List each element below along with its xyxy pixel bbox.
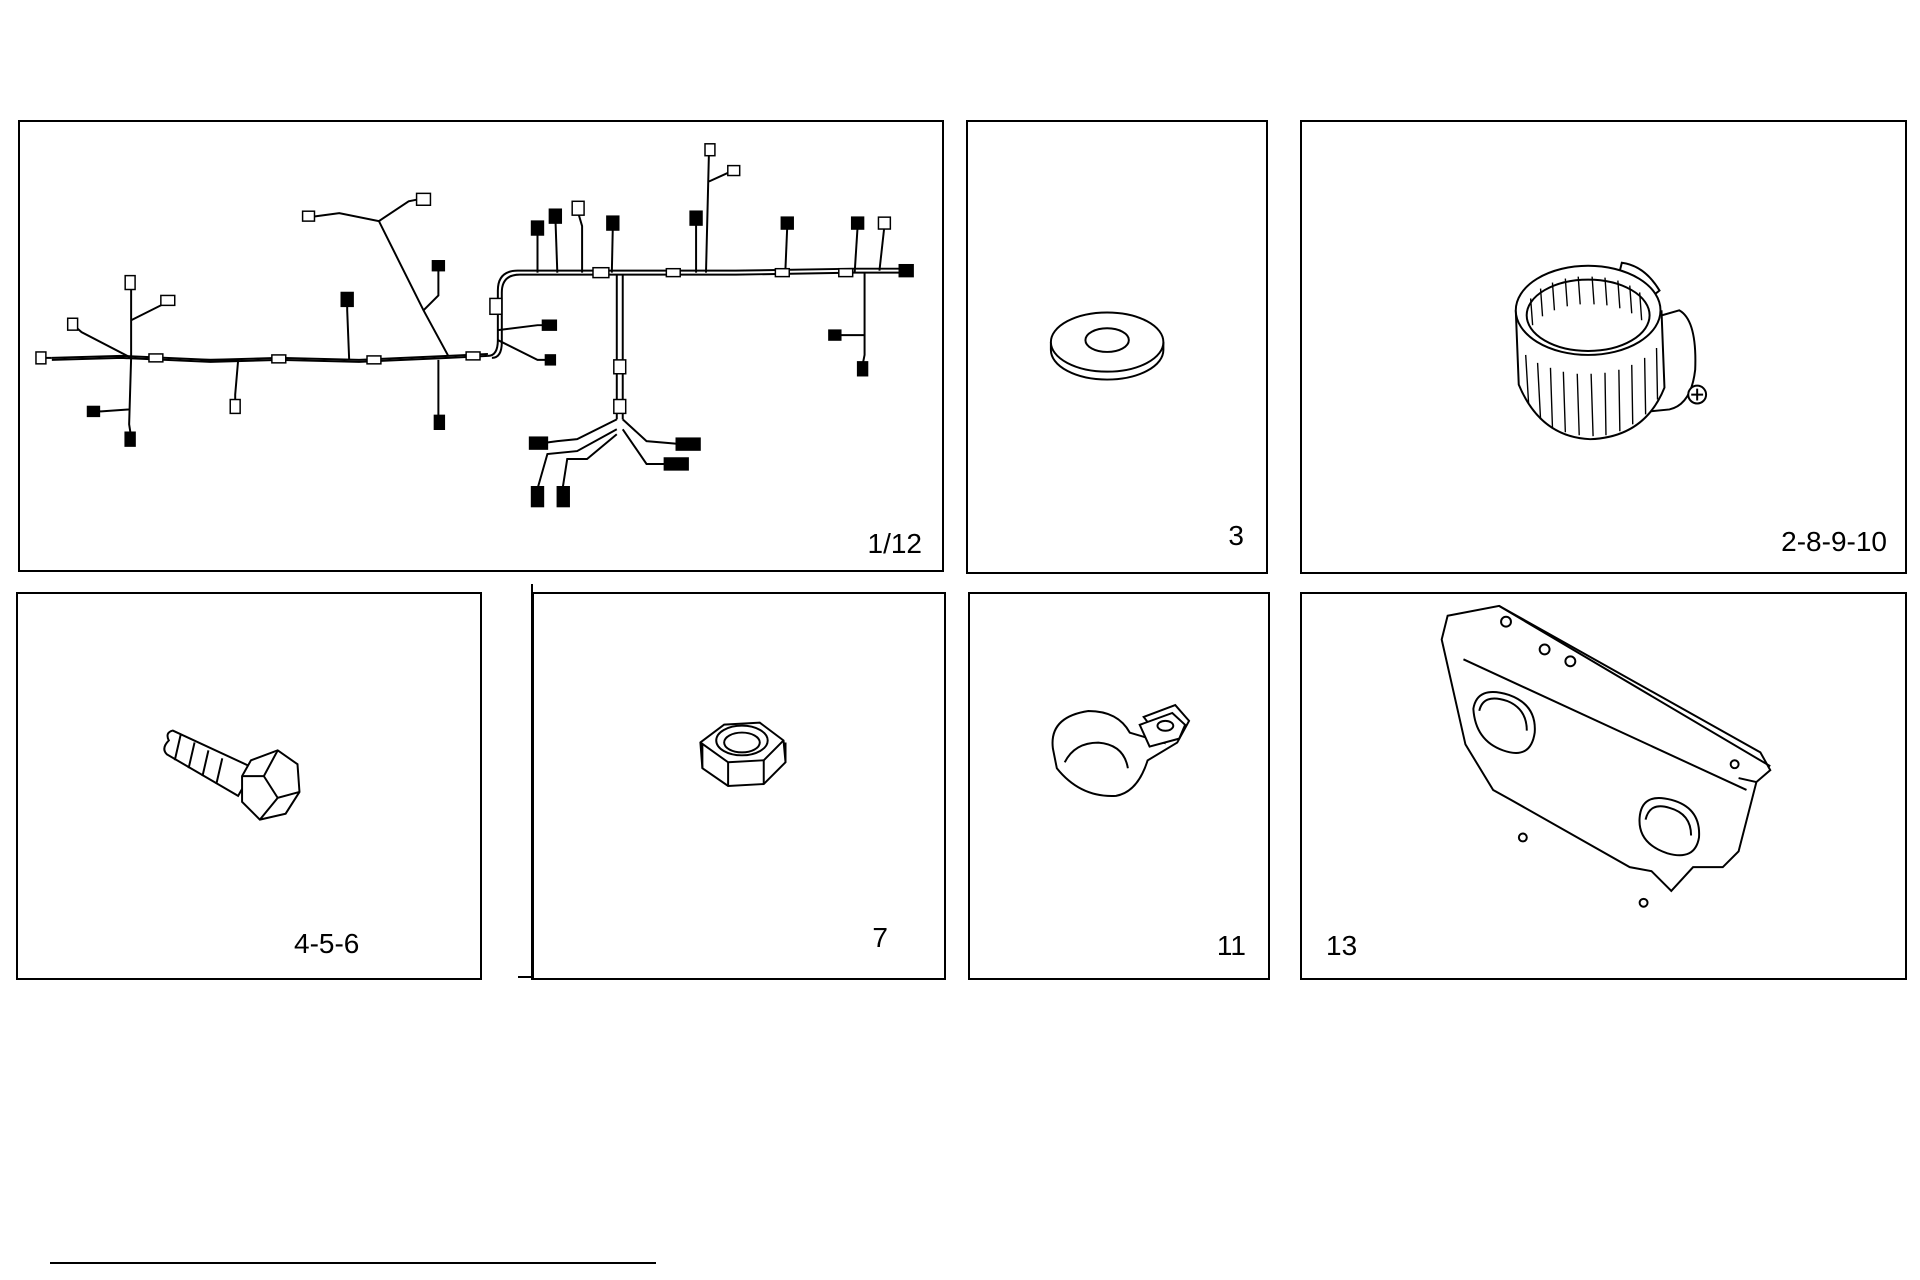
washer-icon	[1049, 311, 1165, 381]
part-number-label: 3	[1228, 520, 1244, 551]
panel-washer: 3	[966, 120, 1268, 574]
part-number-label: 11	[1216, 930, 1246, 961]
panel-bracket: 13	[1300, 592, 1907, 980]
panel-bolt: 4-5-6	[16, 592, 482, 980]
hose-clamp-icon	[1514, 261, 1708, 441]
wiring-harness-icon	[35, 143, 914, 508]
bracket-icon	[1440, 604, 1772, 908]
footnote-rule	[50, 1262, 656, 1264]
panel-p-clip: 11	[968, 592, 1270, 980]
part-number-label: 1/12	[867, 528, 923, 559]
frame-tick-vertical	[531, 584, 533, 980]
hex-nut-icon	[699, 721, 787, 788]
panel-harness: 1/12	[18, 120, 944, 572]
frame-tick-horizontal	[518, 976, 534, 978]
panel-hose-clamp: 2-8-9-10	[1300, 120, 1907, 574]
part-number-label: 2-8-9-10	[1781, 526, 1887, 557]
part-number-label: 4-5-6	[294, 928, 360, 959]
panel-nut: 7	[532, 592, 946, 980]
bolt-icon	[163, 729, 301, 821]
p-clip-icon	[1051, 703, 1191, 797]
part-number-label: 7	[872, 922, 888, 953]
part-number-label: 13	[1326, 930, 1358, 961]
